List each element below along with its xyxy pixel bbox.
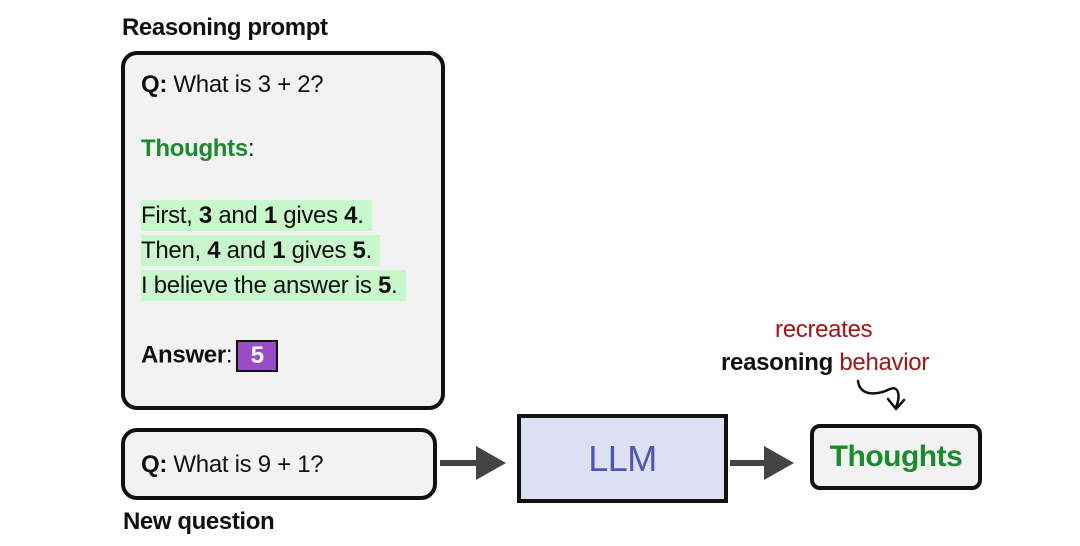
question-text: What is 3 + 2? [167,71,324,98]
line2-text-b: and [220,237,273,264]
line1-text-b: and [211,202,264,229]
line3-num-1: 5 [377,272,391,299]
thoughts-label: Thoughts [141,135,248,162]
llm-box: LLM [517,414,728,503]
arrow-to-llm-shaft [440,460,480,466]
arrow-to-llm-head [476,446,506,480]
annotation-behavior-text: behavior [833,349,930,376]
highlight-line-3: I believe the answer is 5. [141,270,406,301]
line2-num-1: 4 [207,237,221,264]
answer-label: Answer [141,341,226,369]
annotation-recreates: recreates [775,316,873,344]
reasoning-line-3: I believe the answer is 5. [141,270,406,301]
arrow-to-output-head [764,446,794,480]
new-question-label: Q: [141,451,168,478]
line3-text-d: . [391,272,398,299]
line2-num-2: 1 [272,237,286,264]
line1-num-3: 4 [344,202,358,229]
annotation-recreates-text: recreates [775,316,873,343]
line2-text-d: . [365,237,373,264]
answer-colon: : [225,341,233,369]
line1-num-2: 1 [263,202,277,229]
new-question-text: What is 9 + 1? [167,451,324,478]
example-question: Q: What is 3 + 2? [141,71,324,99]
curved-arrow-icon [856,379,906,411]
output-thoughts-box: Thoughts [810,424,982,490]
new-question-title: New question [123,508,275,535]
answer-badge: 5 [236,340,279,372]
line3-text-a: I believe the answer is [141,272,378,299]
line1-text-c: gives [276,202,345,229]
line2-text-a: Then, [141,237,208,264]
reasoning-line-1: First, 3 and 1 gives 4. [141,200,372,231]
arrow-to-output-shaft [730,460,770,466]
line2-num-3: 5 [352,237,366,264]
new-question: Q: What is 9 + 1? [141,451,324,479]
question-label: Q: [141,71,168,98]
thoughts-heading: Thoughts: [141,135,255,163]
new-question-box [121,428,437,500]
line1-text-a: First, [141,202,199,229]
highlight-line-1: First, 3 and 1 gives 4. [141,200,372,231]
highlight-line-2: Then, 4 and 1 gives 5. [141,235,381,266]
reasoning-prompt-title: Reasoning prompt [122,14,328,41]
thoughts-colon: : [247,135,255,162]
answer-row: Answer:5 [141,340,279,372]
reasoning-line-2: Then, 4 and 1 gives 5. [141,235,381,266]
line1-num-1: 3 [198,202,212,229]
annotation-behavior: reasoning behavior [721,349,929,377]
line1-text-d: . [357,202,364,229]
line2-text-c: gives [285,237,353,264]
annotation-reasoning-text: reasoning [721,349,833,376]
